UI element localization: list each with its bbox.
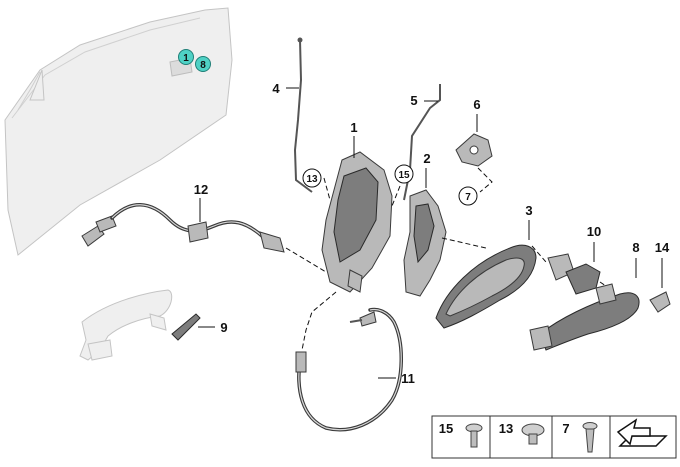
marker-8: 8	[200, 60, 206, 71]
label-9: 9	[220, 320, 227, 335]
part-8-handle	[529, 258, 640, 351]
screw-13-icon	[521, 423, 545, 445]
part-11-cable	[295, 291, 403, 432]
circle-7-callout: 7	[458, 186, 478, 206]
screw-15-icon	[465, 423, 483, 448]
label-10: 10	[587, 224, 601, 239]
circle-13: 13	[306, 174, 318, 185]
part-14-cap	[649, 258, 671, 313]
label-1: 1	[350, 120, 357, 135]
label-2: 2	[423, 151, 430, 166]
legend-13: 13	[499, 421, 513, 436]
part-6-latch	[455, 114, 493, 193]
fastener-legend: 15 13 7	[431, 415, 677, 459]
label-4: 4	[272, 81, 280, 96]
circle-15-callout: 15	[394, 164, 414, 184]
label-8: 8	[632, 240, 639, 255]
circle-13-callout: 13	[302, 168, 322, 188]
marker-1: 1	[183, 53, 189, 64]
part-9-gasket	[171, 313, 215, 341]
label-5: 5	[410, 93, 417, 108]
circle-7: 7	[465, 192, 471, 203]
part-2-bracket	[403, 168, 487, 297]
direction-arrow-icon	[616, 418, 668, 447]
label-3: 3	[525, 203, 532, 218]
part-1-lock	[321, 136, 401, 293]
part-10-cylinder	[547, 242, 613, 295]
legend-15: 15	[439, 421, 453, 436]
door-marker-1: 1	[178, 49, 194, 65]
door-marker-8: 8	[195, 56, 211, 72]
legend-7: 7	[562, 421, 569, 436]
screw-7-icon	[582, 422, 598, 453]
label-11: 11	[401, 371, 415, 386]
label-14: 14	[655, 240, 670, 255]
door-ghost	[4, 7, 233, 256]
part-4-rod	[286, 37, 313, 193]
label-12: 12	[194, 182, 208, 197]
circle-15: 15	[398, 170, 410, 181]
label-6: 6	[473, 97, 480, 112]
handle-ghost	[79, 289, 173, 361]
part-3-carrier	[435, 220, 547, 329]
part-12-cable	[81, 198, 327, 273]
